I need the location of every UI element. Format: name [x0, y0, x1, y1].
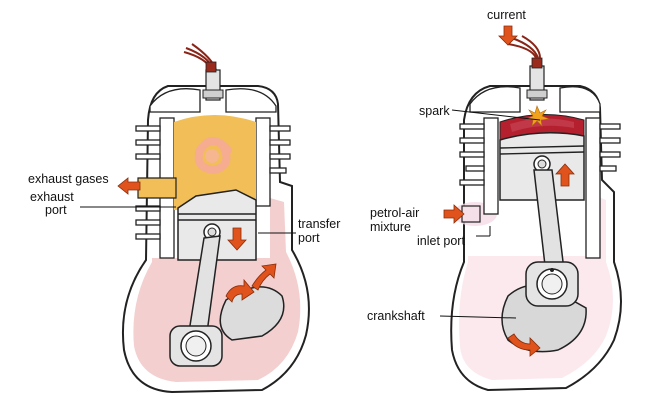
- left-engine: [117, 43, 310, 394]
- right-big-end: [525, 261, 579, 307]
- right-leader-lines: [439, 109, 541, 319]
- left-head-fins: [135, 88, 291, 240]
- label-exhaust-gases: exhaust gases: [28, 172, 109, 186]
- left-gas-swirl: [194, 137, 232, 175]
- label-petrol-air-line1: petrol-air: [370, 206, 419, 220]
- label-exhaust-port-line2: port: [45, 203, 67, 217]
- label-inlet-port: inlet port: [417, 234, 465, 248]
- right-crank-rotation-arrow-icon: [507, 333, 541, 357]
- left-cylinder-wall-right: [255, 117, 271, 207]
- left-spark-plug: [183, 43, 224, 101]
- right-cylinder-wall-right: [585, 117, 601, 259]
- transfer-flow-arrow-icon: [251, 263, 277, 291]
- right-piston-up-arrow-icon: [555, 163, 575, 187]
- left-big-end: [169, 325, 223, 367]
- left-leader-lines: [80, 206, 296, 234]
- label-exhaust-port-line1: exhaust: [30, 190, 74, 204]
- label-transfer-port-line1: transfer: [298, 217, 340, 231]
- left-exhaust-passage: [137, 177, 177, 199]
- right-head-fins: [459, 86, 621, 186]
- inlet-arrow-icon: [443, 204, 465, 224]
- right-cylinder-wall-left: [483, 117, 499, 215]
- label-spark: spark: [419, 104, 450, 118]
- exhaust-arrow-icon: [117, 177, 141, 195]
- left-combustion-gas: [174, 115, 256, 210]
- label-current: current: [487, 8, 526, 22]
- left-crank-rotation-arrow-icon: [225, 278, 255, 303]
- right-engine: [443, 25, 622, 392]
- right-spark-plug-wire: [507, 35, 541, 59]
- label-transfer-port-line2: port: [298, 231, 320, 245]
- current-arrow-icon: [498, 25, 518, 46]
- label-petrol-air-line2: mixture: [370, 220, 411, 234]
- right-inlet-passage: [461, 205, 481, 223]
- left-piston-down-arrow-icon: [227, 227, 247, 251]
- right-spark-plug: [507, 35, 551, 127]
- label-crankshaft: crankshaft: [367, 309, 425, 323]
- left-gas-swirl-center: [205, 149, 219, 163]
- spark-icon: [524, 105, 551, 127]
